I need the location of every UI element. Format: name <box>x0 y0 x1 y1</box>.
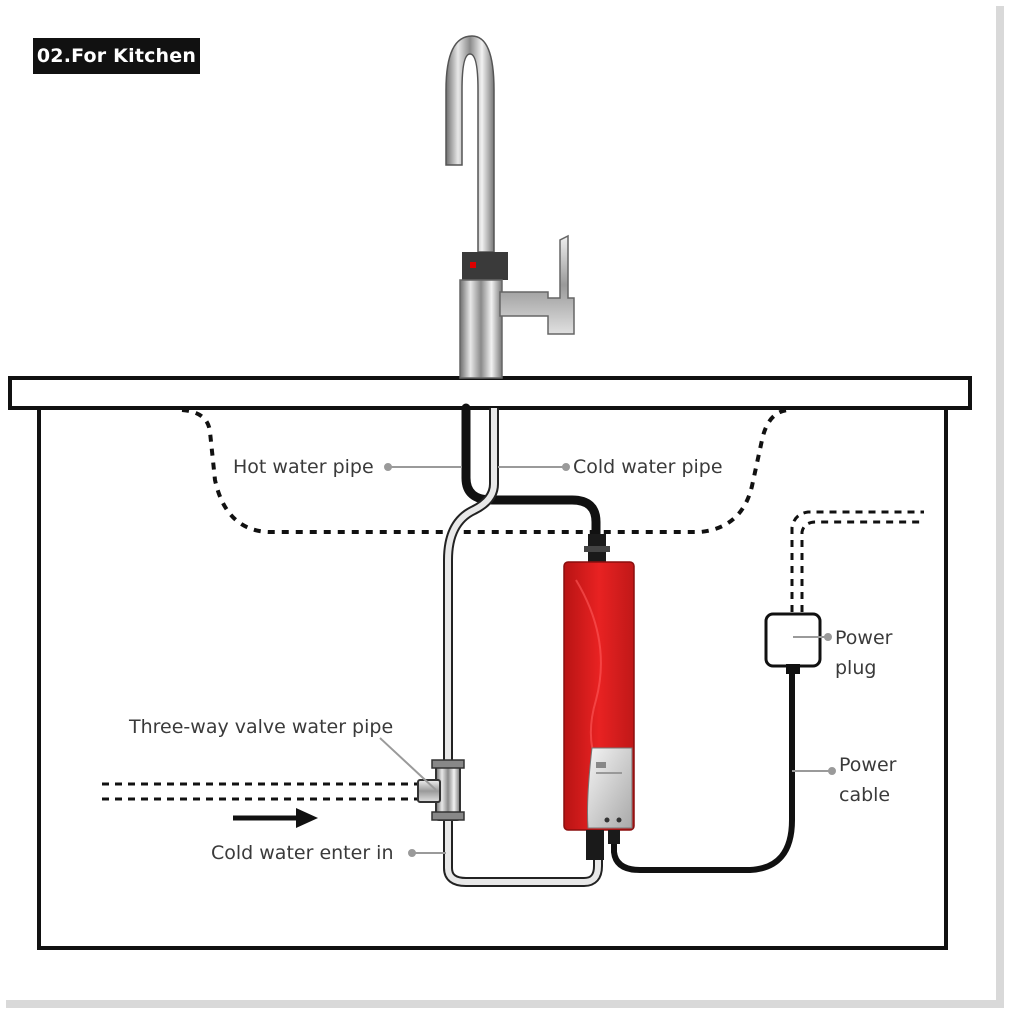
power-plug-neck <box>786 664 800 674</box>
heater-control-panel <box>587 747 633 829</box>
label-power-cable-line2: cable <box>839 784 891 806</box>
leader-power-cable-dot <box>828 767 836 775</box>
label-cold-water-pipe: Cold water pipe <box>573 456 723 478</box>
cold-water-pipe <box>445 408 497 770</box>
label-hot-water-pipe: Hot water pipe <box>233 456 374 478</box>
power-cable <box>611 664 795 873</box>
leader-cold-water-enter-dot <box>408 849 416 857</box>
hot-water-pipe <box>461 403 601 545</box>
leader-three-way-valve <box>379 737 437 791</box>
heater-outlet-nut <box>584 546 610 552</box>
label-power-plug-line1: Power <box>835 627 893 649</box>
water-heater <box>563 534 635 860</box>
power-line-dash-b <box>800 520 924 612</box>
faucet-handle <box>499 234 575 335</box>
faucet-collar <box>462 252 508 280</box>
heater-cable-gland <box>608 830 620 844</box>
power-line-dash-a <box>790 510 924 612</box>
cold-water-pipe-outline <box>443 408 499 770</box>
leader-power-plug-dot <box>824 633 832 641</box>
countertop <box>8 376 972 410</box>
frame-edge-right <box>996 6 1004 1006</box>
valve-nut-top <box>431 759 465 769</box>
power-plug <box>764 612 822 668</box>
heater-panel-text <box>596 772 622 774</box>
label-cold-water-enter: Cold water enter in <box>211 842 394 864</box>
label-three-way-valve: Three-way valve water pipe <box>129 716 394 738</box>
heater-indicator-b <box>616 817 622 823</box>
leader-lines <box>379 463 836 857</box>
flow-arrow-icon <box>296 808 318 828</box>
sink-basin-outline <box>181 408 789 534</box>
leader-hot-water-dot <box>384 463 392 471</box>
valve-inlet <box>417 779 441 803</box>
faucet-hot-indicator <box>470 262 476 268</box>
label-power-plug-line2: plug <box>835 657 877 679</box>
faucet <box>445 35 575 379</box>
heater-logo <box>596 762 606 768</box>
valve-nut-bottom <box>431 811 465 821</box>
frame-edge-bottom <box>6 1000 1004 1008</box>
page-title: 02.For Kitchen <box>33 38 200 74</box>
leader-cold-water-dot <box>562 463 570 471</box>
heater-inlet-fitting <box>586 830 604 860</box>
heater-indicator-a <box>604 817 610 823</box>
three-way-valve <box>417 759 465 821</box>
label-power-cable-line1: Power <box>839 754 897 776</box>
faucet-spout <box>445 35 495 253</box>
heater-inlet-pipe <box>445 820 601 885</box>
faucet-body <box>459 279 503 379</box>
